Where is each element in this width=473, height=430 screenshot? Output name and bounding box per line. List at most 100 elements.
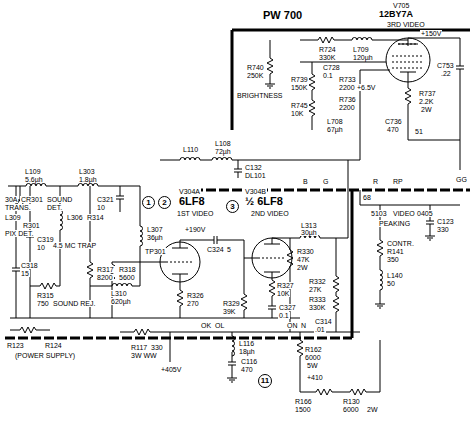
- component-label: 4.5 MC TRAP: [52, 242, 97, 249]
- component-label: 18µh: [238, 348, 256, 355]
- component-label: R314: [86, 214, 105, 221]
- component-label: 1ST VIDEO: [176, 210, 214, 217]
- component-label: +190V: [184, 226, 206, 233]
- component-label: R330: [296, 248, 315, 255]
- component-label: R162: [304, 346, 323, 353]
- component-label: R736: [338, 96, 357, 103]
- component-label: L709: [352, 46, 370, 53]
- component-label: L303: [78, 168, 96, 175]
- component-label: OL: [214, 322, 225, 329]
- component-label: DET.: [46, 204, 63, 211]
- component-label: +6.5V: [356, 84, 377, 91]
- component-label: R: [372, 178, 379, 185]
- component-label: 120µh: [352, 54, 374, 61]
- component-label: V304B: [244, 188, 267, 195]
- component-label: R739: [290, 76, 309, 83]
- component-label: .22: [440, 70, 452, 77]
- component-label: N: [300, 322, 307, 329]
- component-label: C132: [244, 164, 263, 171]
- component-label: CR301: [20, 196, 44, 203]
- component-label: R326: [186, 292, 205, 299]
- component-label: +410: [306, 374, 324, 381]
- component-label: DL101: [244, 172, 267, 179]
- component-label: 750: [36, 300, 50, 307]
- component-label: 620µh: [110, 298, 132, 305]
- component-label: .01: [314, 326, 326, 333]
- component-label: R317: [96, 266, 115, 273]
- component-label: 270: [186, 300, 200, 307]
- component-label: 0.1: [322, 72, 334, 79]
- component-label: C324: [206, 246, 225, 253]
- component-label: R315: [36, 292, 55, 299]
- component-label: L313: [300, 222, 318, 229]
- component-label: ON: [286, 322, 299, 329]
- component-label: 470: [240, 366, 254, 373]
- component-label: SOUND: [46, 196, 73, 203]
- component-label: 67µh: [326, 126, 344, 133]
- tube-symbols: [160, 38, 430, 282]
- component-label: TRANS.: [4, 204, 32, 211]
- component-label: R124: [44, 342, 63, 349]
- component-label: C728: [322, 64, 341, 71]
- component-label: 0405: [416, 210, 434, 217]
- callout-circle: 1: [142, 196, 155, 209]
- component-label: 1500: [294, 406, 312, 413]
- component-label: 330: [150, 344, 164, 351]
- component-label: L110: [182, 146, 199, 153]
- component-label: 330K: [308, 304, 326, 311]
- component-label: PIX DET.: [4, 230, 34, 237]
- board-border: [5, 30, 470, 338]
- component-label: C314: [314, 318, 333, 325]
- component-label: C123: [436, 218, 455, 225]
- component-label: V705: [392, 2, 410, 9]
- component-label: R318: [118, 266, 137, 273]
- component-symbols: [12, 37, 464, 395]
- component-label: 150K: [290, 84, 308, 91]
- component-label: G: [322, 178, 329, 185]
- component-label: 5.6µh: [24, 176, 44, 183]
- component-label: 10K: [290, 110, 304, 117]
- component-label: ½ 6LF8: [244, 196, 284, 207]
- component-label: L306: [66, 214, 84, 221]
- component-label: 5103: [370, 210, 388, 217]
- component-label: R141: [386, 248, 405, 255]
- component-label: C318: [20, 262, 39, 269]
- component-label: B: [302, 178, 309, 185]
- component-label: GG: [455, 176, 468, 183]
- component-label: BRIGHTNESS: [236, 92, 284, 99]
- component-label: L140: [386, 272, 404, 279]
- component-label: C321: [96, 196, 115, 203]
- component-label: 1.8µh: [78, 176, 98, 183]
- component-label: 50: [386, 280, 396, 287]
- component-label: 72µh: [214, 148, 232, 155]
- component-label: 36µh: [146, 234, 164, 241]
- component-label: 2200: [338, 104, 356, 111]
- component-label: L708: [326, 118, 344, 125]
- component-label: L307: [146, 226, 164, 233]
- component-label: C736: [384, 118, 403, 125]
- component-label: L309: [4, 214, 22, 221]
- component-label: 2.2K: [418, 98, 434, 105]
- callout-number: 1: [146, 199, 150, 207]
- component-label: 39K: [222, 308, 236, 315]
- callout-circle: 3: [226, 200, 239, 213]
- component-label: R117: [130, 344, 148, 351]
- component-label: 470: [386, 126, 400, 133]
- component-label: 3RD VIDEO: [386, 21, 426, 28]
- component-label: OK: [200, 322, 212, 329]
- component-label: 330K: [318, 54, 336, 61]
- component-label: L310: [110, 290, 128, 297]
- component-label: R123: [6, 342, 25, 349]
- component-label: L109: [24, 168, 42, 175]
- component-label: 250K: [246, 72, 264, 79]
- component-label: R333: [308, 296, 327, 303]
- component-label: 5W: [306, 362, 319, 369]
- component-label: 6000: [342, 406, 360, 413]
- component-label: C327: [278, 304, 297, 311]
- component-label: 68: [362, 194, 372, 201]
- component-label: PEAKING: [378, 220, 411, 227]
- component-label: 0.1: [278, 312, 290, 319]
- component-label: R745: [290, 102, 309, 109]
- component-label: 27K: [308, 286, 322, 293]
- component-label: 350: [386, 256, 400, 263]
